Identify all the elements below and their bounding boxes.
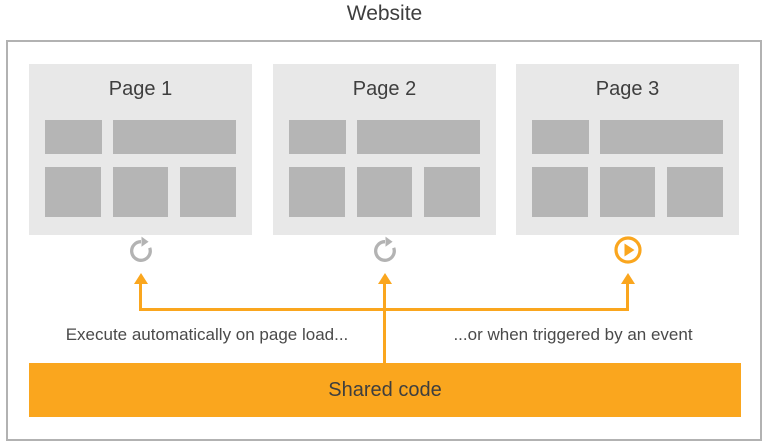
- diagram-title: Website: [346, 2, 423, 25]
- content-block: [45, 120, 102, 154]
- arrowhead-up-center: [378, 273, 392, 284]
- wireframe-row: [289, 120, 480, 154]
- connector-shaft-left: [139, 283, 142, 311]
- page-card-1: Page 1: [29, 64, 252, 235]
- play-icon: [612, 234, 644, 266]
- connector-shaft-right: [626, 283, 629, 311]
- content-block: [113, 120, 236, 154]
- shared-code-label: Shared code: [328, 378, 442, 401]
- content-block: [532, 167, 588, 217]
- connector-shaft-center: [383, 283, 386, 363]
- content-block: [357, 120, 480, 154]
- arrowhead-up-left: [134, 273, 148, 284]
- content-block: [289, 167, 345, 217]
- refresh-icon: [125, 234, 157, 266]
- refresh-icon: [369, 234, 401, 266]
- content-block: [112, 167, 169, 217]
- wireframe-row: [532, 120, 723, 154]
- wireframe-row: [45, 167, 237, 217]
- page-card-3: Page 3: [516, 64, 739, 235]
- content-block: [532, 120, 589, 154]
- page-card-2: Page 2: [273, 64, 496, 235]
- wireframe-row: [289, 167, 481, 217]
- shared-code-bar: Shared code: [29, 363, 741, 417]
- content-block: [45, 167, 101, 217]
- content-block: [600, 120, 723, 154]
- content-block: [424, 167, 481, 217]
- arrowhead-up-right: [621, 273, 635, 284]
- caption-event-trigger: ...or when triggered by an event: [453, 325, 693, 344]
- wireframe-row: [532, 167, 724, 217]
- wireframe-row: [45, 120, 236, 154]
- content-block: [180, 167, 237, 217]
- page-title: Page 3: [595, 78, 660, 100]
- content-block: [667, 167, 724, 217]
- content-block: [599, 167, 656, 217]
- caption-page-load: Execute automatically on page load...: [65, 325, 349, 344]
- page-title: Page 1: [108, 78, 173, 100]
- page-title: Page 2: [352, 78, 417, 100]
- content-block: [289, 120, 346, 154]
- content-block: [356, 167, 413, 217]
